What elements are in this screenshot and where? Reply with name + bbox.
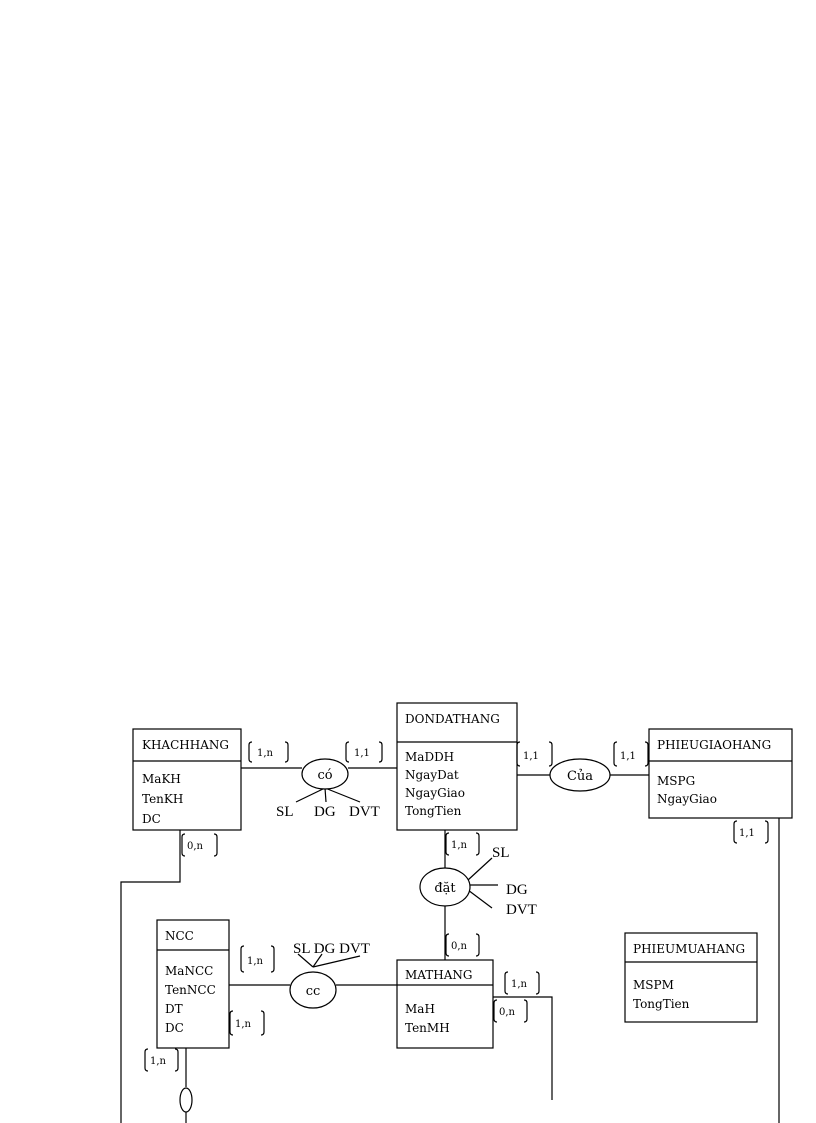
cardinality-cua-pgh: 1,1 (613, 741, 649, 767)
entity-phieugiaohang: PHIEUGIAOHANG MSPG NgayGiao (648, 728, 793, 819)
cardinality-label: 1,1 (523, 751, 539, 762)
entity-dondathang-title: DONDATHANG (405, 712, 500, 726)
cardinality-label: 0,n (451, 941, 468, 952)
cardinality-co-ddh: 1,1 (345, 741, 383, 763)
entity-ncc-attr: DT (165, 1002, 183, 1016)
cardinality-kh-co: 1,n (248, 741, 289, 763)
entity-dondathang-attr: MaDDH (405, 750, 454, 764)
entity-khachhang-attr: TenKH (142, 792, 183, 806)
entity-khachhang-title: KHACHHANG (142, 738, 229, 752)
cardinality-ddh-cua: 1,1 (516, 741, 553, 767)
cardinality-label: 1,n (257, 748, 274, 759)
cardinality-ncc-cc: 1,n (240, 945, 275, 973)
cardinality-ncc-down: 1,n (144, 1048, 179, 1072)
relationship-cua-label: Của (567, 769, 593, 784)
spoke-cc-dg (312, 953, 323, 968)
cardinality-pgh-down: 1,1 (733, 820, 769, 844)
connector-kh-down (120, 830, 181, 1123)
relationship-co-label: có (317, 768, 332, 783)
cardinality-mh-right: 0,n (493, 999, 528, 1023)
spoke-co-dg (324, 787, 327, 803)
connector-mh-right (493, 996, 553, 1100)
relationship-dat-attr: SL (492, 845, 510, 861)
entity-dondathang: DONDATHANG MaDDH NgayDat NgayGiao TongTi… (396, 702, 518, 831)
relationship-ncc-down-ellipse (179, 1087, 193, 1113)
cardinality-label: 1,n (150, 1056, 167, 1067)
spoke-dat-sl (467, 857, 493, 881)
relationship-cc-label: cc (306, 984, 321, 999)
entity-dondathang-attr: TongTien (405, 804, 462, 818)
entity-ncc-attr: DC (165, 1021, 184, 1035)
relationship-dat-attr: DVT (506, 902, 537, 918)
relationship-co: có (301, 758, 349, 790)
entity-phieugiaohang-attr: MSPG (657, 774, 695, 788)
cardinality-label: 1,n (511, 979, 528, 990)
entity-mathang-attr: TenMH (405, 1021, 450, 1035)
cardinality-label: 1,n (451, 840, 468, 851)
entity-ncc-attr: TenNCC (165, 983, 216, 997)
entity-phieumuahang-attr: TongTien (633, 997, 690, 1011)
entity-ncc: NCC MaNCC TenNCC DT DC (156, 919, 230, 1049)
entity-phieugiaohang-attr: NgayGiao (657, 792, 717, 806)
relationship-dat: đặt (419, 867, 471, 907)
entity-ncc-title: NCC (165, 929, 194, 943)
entity-mathang: MATHANG MaH TenMH (396, 959, 494, 1049)
entity-khachhang-attr: MaKH (142, 772, 181, 786)
entity-mathang-title: MATHANG (405, 968, 473, 982)
cardinality-label: 1,n (247, 956, 264, 967)
entity-phieumuahang-attr: MSPM (633, 978, 674, 992)
relationship-co-attr: DVT (349, 804, 380, 820)
entity-phieugiaohang-title: PHIEUGIAOHANG (657, 738, 771, 752)
cardinality-label: 1,n (235, 1019, 252, 1030)
cardinality-dat-mh: 0,n (445, 933, 480, 957)
relationship-cc: cc (289, 971, 337, 1009)
entity-phieumuahang-title: PHIEUMUAHANG (633, 942, 745, 956)
cardinality-label: 1,1 (620, 751, 636, 762)
cardinality-ddh-dat: 1,n (445, 832, 480, 856)
relationship-co-attr: DG (314, 804, 336, 820)
relationship-cua: Của (549, 758, 611, 792)
relationship-co-attr: SL (276, 804, 294, 820)
entity-dondathang-attr: NgayGiao (405, 786, 465, 800)
spoke-cc-sl (297, 953, 314, 968)
entity-ncc-attr: MaNCC (165, 964, 213, 978)
cardinality-ncc-right: 1,n (229, 1010, 265, 1036)
cardinality-label: 0,n (187, 841, 204, 852)
cardinality-label: 0,n (499, 1007, 516, 1018)
spoke-cc-dvt (312, 955, 361, 968)
entity-khachhang-attr: DC (142, 812, 161, 826)
spoke-co-sl (295, 787, 326, 803)
cardinality-label: 1,1 (354, 748, 370, 759)
entity-dondathang-attr: NgayDat (405, 768, 459, 782)
spoke-dat-dvt (467, 889, 493, 909)
cardinality-label: 1,1 (739, 828, 755, 839)
relationship-dat-label: đặt (434, 881, 456, 896)
relationship-dat-attr: DG (506, 882, 528, 898)
entity-phieumuahang: PHIEUMUAHANG MSPM TongTien (624, 932, 758, 1023)
entity-khachhang: KHACHHANG MaKH TenKH DC (132, 728, 242, 831)
cardinality-kh-down: 0,n (181, 833, 218, 857)
entity-mathang-attr: MaH (405, 1002, 435, 1016)
cardinality-mh-right-top: 1,n (504, 971, 540, 995)
relationship-cc-attrs: SL DG DVT (293, 941, 370, 957)
spoke-co-dvt (324, 787, 361, 803)
